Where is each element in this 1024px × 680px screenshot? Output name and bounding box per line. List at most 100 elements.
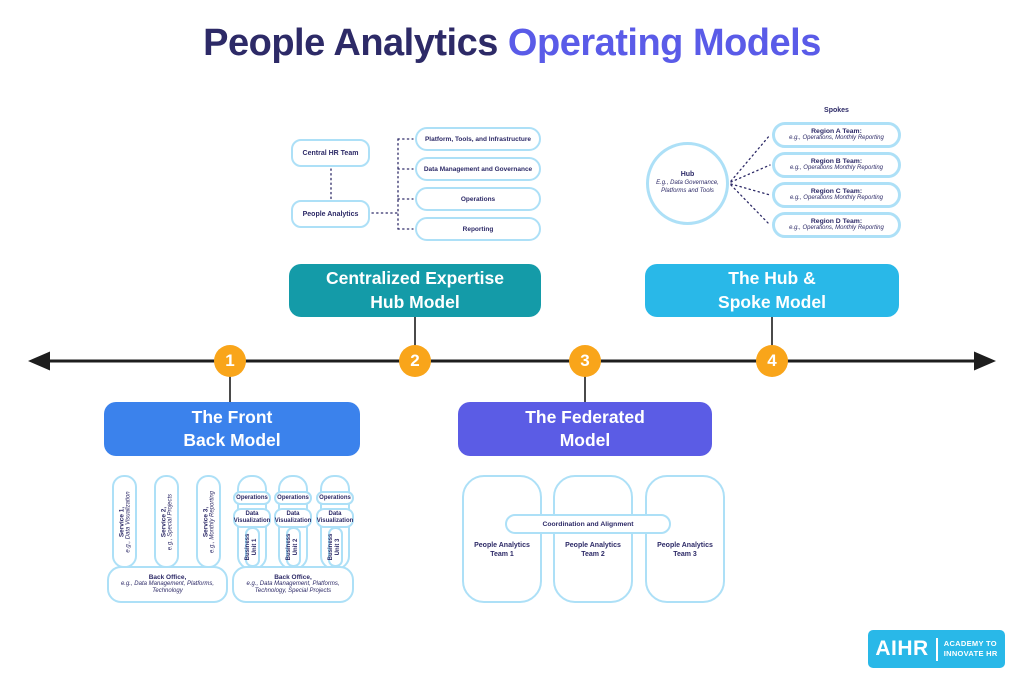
hub-subtitle-line2: Platforms and Tools	[661, 188, 714, 194]
back-office-left-box: Back Office, e.g., Data Management, Plat…	[107, 566, 228, 603]
timeline-arrow-left	[28, 351, 50, 371]
back-office-subtitle: e.g., Data Management, Platforms, Techno…	[120, 580, 215, 595]
centralized-model-label-line1: Centralized Expertise	[326, 268, 504, 289]
spoke-region-c: Region C Team: e.g., Operations Monthly …	[772, 182, 901, 208]
federated-team-3-box: People Analytics Team 3	[645, 475, 725, 603]
data-visualization-box-2: Data Visualization	[274, 508, 312, 528]
spoke-subtitle: e.g., Operations Monthly Reporting	[789, 194, 884, 201]
business-unit-2-pill: Business Unit 2	[285, 527, 301, 567]
function-label: Platform, Tools, and Infrastructure	[424, 135, 532, 143]
federated-model-label-line2: Model	[559, 430, 611, 450]
page-title-prefix: People Analytics	[203, 22, 498, 64]
central-hr-team-label: Central HR Team	[302, 149, 359, 157]
federated-team-3-label: People Analytics Team 3	[657, 541, 713, 559]
service-1-text: Service 1, e.g., Data Visualization	[118, 491, 131, 552]
team-label-line1: People Analytics	[657, 542, 713, 549]
team-label-line1: People Analytics	[565, 542, 621, 549]
data-visualization-box-3: Data Visualization	[316, 508, 354, 528]
spoke-region-a: Region A Team: e.g., Operations, Monthly…	[772, 122, 901, 148]
operations-box-2: Operations	[274, 491, 312, 505]
service-2-text: Service 2, e.g., Special Projects	[160, 493, 173, 549]
spoke-title: Region B Team:	[810, 157, 863, 165]
hub-spoke-model-button: The Hub & Spoke Model	[645, 264, 899, 317]
service-3-text: Service 3, e.g., Monthly Reporting	[202, 490, 215, 552]
business-unit-3-text: Business Unit 3	[328, 534, 342, 561]
function-box-data-management: Data Management and Governance	[415, 157, 541, 181]
spokes-heading: Spokes	[824, 107, 849, 114]
back-office-right-box: Back Office, e.g., Data Management, Plat…	[232, 566, 354, 603]
federated-model-label-line1: The Federated	[525, 406, 645, 427]
operations-box-3: Operations	[316, 491, 354, 505]
aihr-tagline-line1: ACADEMY TO	[943, 638, 997, 648]
service-title: Service 3,	[202, 506, 209, 537]
coordination-alignment-pill: Coordination and Alignment	[505, 514, 671, 534]
team-label-line2: Team 1	[490, 551, 514, 559]
spoke-region-d: Region D Team: e.g., Operations, Monthly…	[772, 212, 901, 238]
function-box-reporting: Reporting	[415, 217, 541, 241]
hub-subtitle-line1: E.g., Data Governance,	[656, 180, 719, 187]
service-title: Service 2,	[160, 506, 167, 537]
aihr-logo-brand: AIHR	[875, 637, 929, 660]
federated-team-2-box: People Analytics Team 2	[553, 475, 633, 603]
business-unit-line2: Unit 1	[252, 538, 258, 556]
spoke-title: Region A Team:	[811, 127, 862, 135]
page-title: People Analytics Operating Models	[0, 22, 1024, 65]
service-subtitle: e.g., Monthly Reporting	[209, 490, 215, 553]
people-analytics-box: People Analytics	[291, 200, 370, 228]
function-label: Data Management and Governance	[423, 165, 533, 173]
spoke-title: Region D Team:	[810, 217, 863, 225]
federated-team-1-box: People Analytics Team 1	[462, 475, 542, 603]
business-unit-1-text: Business Unit 1	[245, 534, 259, 561]
spoke-subtitle: e.g., Operations Monthly Reporting	[789, 164, 884, 171]
business-unit-2-text: Business Unit 2	[286, 534, 300, 561]
federated-team-2-label: People Analytics Team 2	[565, 541, 621, 559]
central-hr-team-box: Central HR Team	[291, 139, 370, 167]
federated-model-button: The Federated Model	[458, 402, 712, 456]
hub-spoke-dotted-connectors	[730, 134, 771, 226]
business-unit-line1: Business	[327, 533, 334, 561]
aihr-logo-tagline: ACADEMY TO INNOVATE HR	[944, 639, 998, 659]
service-1-pill: Service 1, e.g., Data Visualization	[112, 475, 137, 568]
hub-title: Hub	[680, 171, 695, 179]
timeline-marker-2: 2	[399, 345, 431, 377]
operations-box-1: Operations	[233, 491, 271, 505]
page-title-suffix: Operating Models	[507, 22, 821, 64]
business-unit-line2: Unit 3	[335, 538, 341, 556]
hub-circle: Hub E.g., Data Governance, Platforms and…	[646, 142, 729, 225]
people-analytics-label: People Analytics	[302, 210, 359, 218]
business-unit-line2: Unit 2	[293, 538, 299, 556]
team-label-line2: Team 3	[673, 551, 697, 559]
spoke-title: Region C Team:	[810, 187, 863, 195]
front-back-model-label-line1: The Front	[191, 406, 273, 427]
aihr-tagline-line2: INNOVATE HR	[943, 649, 998, 658]
federated-team-1-label: People Analytics Team 1	[474, 541, 530, 559]
service-2-pill: Service 2, e.g., Special Projects	[154, 475, 179, 568]
service-title: Service 1,	[118, 506, 125, 537]
function-label: Reporting	[462, 225, 494, 233]
team-label-line1: People Analytics	[474, 542, 530, 549]
spoke-subtitle: e.g., Operations, Monthly Reporting	[789, 134, 884, 141]
function-box-platform: Platform, Tools, and Infrastructure	[415, 127, 541, 151]
back-office-subtitle: e.g., Data Management, Platforms, Techno…	[246, 580, 340, 595]
timeline-marker-3: 3	[569, 345, 601, 377]
timeline-marker-4: 4	[756, 345, 788, 377]
spoke-region-b: Region B Team: e.g., Operations Monthly …	[772, 152, 901, 178]
hub-spoke-model-label-line2: Spoke Model	[718, 291, 826, 312]
business-unit-3-pill: Business Unit 3	[327, 527, 343, 567]
centralized-dotted-connectors	[330, 138, 414, 230]
hub-spoke-model-label-line1: The Hub &	[728, 268, 816, 289]
business-unit-line1: Business	[285, 533, 292, 561]
service-subtitle: e.g., Data Visualization	[125, 490, 131, 553]
centralized-model-button: Centralized Expertise Hub Model	[289, 264, 541, 317]
front-back-model-label-line2: Back Model	[183, 430, 281, 450]
function-box-operations: Operations	[415, 187, 541, 211]
function-label: Operations	[460, 195, 496, 203]
aihr-logo: AIHR ACADEMY TO INNOVATE HR	[868, 630, 1005, 668]
service-3-pill: Service 3, e.g., Monthly Reporting	[196, 475, 221, 568]
data-visualization-box-1: Data Visualization	[233, 508, 271, 528]
centralized-model-label-line2: Hub Model	[370, 291, 460, 312]
timeline-marker-1: 1	[214, 345, 246, 377]
aihr-logo-divider	[935, 637, 938, 661]
